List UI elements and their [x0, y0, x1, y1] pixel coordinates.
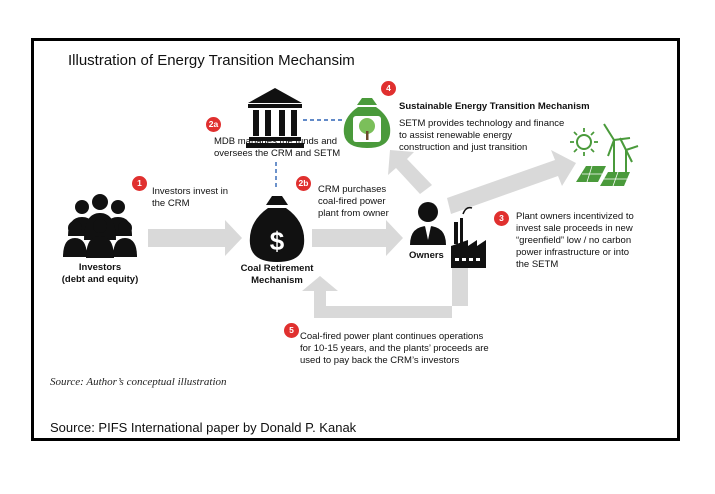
- step-2b-line2: coal-fired power: [318, 196, 386, 207]
- step-badge-1: 1: [132, 176, 147, 191]
- investors-group-icon: [63, 194, 137, 258]
- arrow-crm-to-owners: [312, 220, 403, 256]
- step-2b-line1: CRM purchases: [318, 184, 387, 195]
- step-1-text: Investors invest in the CRM: [152, 186, 228, 210]
- crm-label-line1: Coal Retirement: [240, 263, 314, 274]
- svg-text:$: $: [270, 226, 285, 256]
- solar-wind-icon: [570, 123, 639, 187]
- step-5-line2: for 10-15 years, and the plants’ proceed…: [300, 343, 489, 354]
- arrow-investors-to-crm: [148, 220, 242, 256]
- step-3-text: Plant owners incentivized to invest sale…: [516, 211, 634, 271]
- step-4-line1: SETM provides technology and finance: [399, 118, 565, 129]
- page-source-caption: Source: PIFS International paper by Dona…: [50, 420, 357, 435]
- step-3-line3: “greenfield” low / no carbon: [516, 235, 632, 246]
- arrow-return-loop: [302, 268, 468, 318]
- step-badge-2a: 2a: [206, 117, 221, 132]
- crm-label-line2: Mechanism: [251, 275, 303, 286]
- setm-title: Sustainable Energy Transition Mechanism: [399, 101, 590, 112]
- step-3-line4: power infrastructure or into: [516, 247, 629, 258]
- step-5-line1: Coal-fired power plant continues operati…: [300, 331, 484, 342]
- step-badge-2b: 2b: [296, 176, 311, 191]
- factory-icon: [451, 206, 486, 268]
- step-4-line2: to assist renewable energy: [399, 130, 513, 141]
- arrow-owners-to-setm: [388, 150, 432, 194]
- businessman-icon: [410, 202, 446, 245]
- step-3-line5: the SETM: [516, 259, 559, 270]
- step-4-line3: construction and just transition: [399, 142, 528, 153]
- figure-source-note: Source: Author’s conceptual illustration: [50, 376, 227, 388]
- investors-label-line1: Investors: [78, 262, 122, 273]
- step-1-line1: Investors invest in: [152, 186, 229, 197]
- step-3-line2: invest sale proceeds in new: [516, 223, 633, 234]
- step-5-text: Coal-fired power plant continues operati…: [300, 331, 489, 367]
- crm-label: Coal Retirement Mechanism: [228, 263, 326, 287]
- step-badge-5: 5: [284, 323, 299, 338]
- diagram-title: Illustration of Energy Transition Mechan…: [68, 52, 355, 69]
- investors-label: Investors (debt and equity): [52, 262, 148, 286]
- step-5-line3: used to pay back the CRM’s investors: [300, 355, 460, 366]
- step-badge-3: 3: [494, 211, 509, 226]
- arrow-owners-to-greenfield: [447, 150, 576, 214]
- step-2a-line1: MDB manages the funds and: [214, 136, 338, 147]
- step-2a-line2: oversees the CRM and SETM: [214, 148, 341, 159]
- money-bag-icon: $: [249, 196, 305, 262]
- step-badge-4: 4: [381, 81, 396, 96]
- bank-building-icon: [246, 88, 304, 148]
- step-2a-text: MDB manages the funds and oversees the C…: [214, 136, 340, 160]
- owners-label: Owners: [409, 250, 444, 261]
- step-4-text: SETM provides technology and finance to …: [399, 118, 564, 154]
- money-bag-tree-icon: [343, 98, 391, 148]
- investors-label-line2: (debt and equity): [61, 274, 139, 285]
- step-2b-line3: plant from owner: [318, 208, 389, 219]
- step-1-line2: the CRM: [152, 198, 190, 209]
- step-3-line1: Plant owners incentivized to: [516, 211, 634, 222]
- step-2b-text: CRM purchases coal-fired power plant fro…: [318, 184, 389, 220]
